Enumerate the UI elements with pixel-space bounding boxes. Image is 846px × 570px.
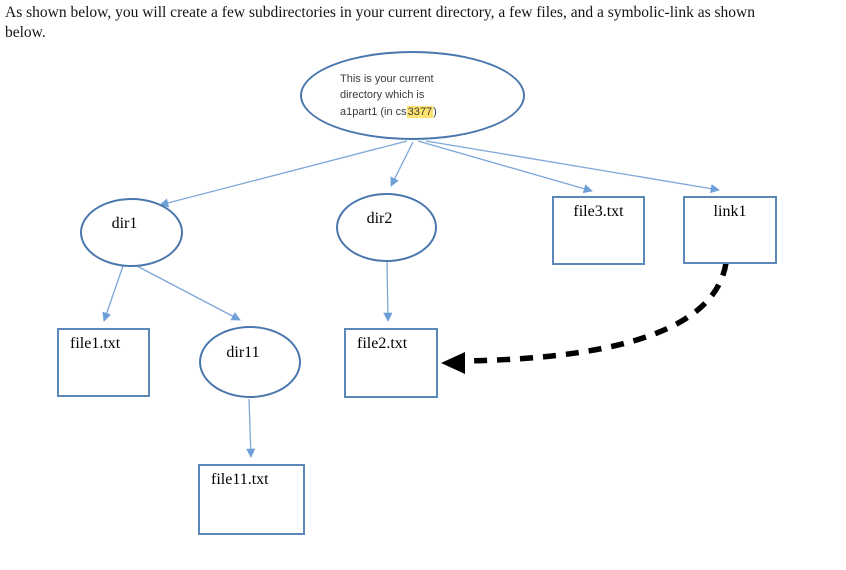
current-directory-line1: This is your current [340, 72, 434, 85]
node-current-directory: This is your current directory which is a1… [300, 51, 525, 140]
link1-label: link1 [713, 203, 747, 220]
node-file1: file1.txt [57, 328, 150, 397]
edge-dir11-to-file11 [246, 398, 256, 458]
dir11-label: dir11 [226, 344, 260, 361]
node-dir1: dir1 [80, 198, 183, 267]
edge-root-to-dir2 [390, 141, 414, 187]
edge-dir1-to-dir11 [134, 264, 241, 321]
symlink-dashed-curve [463, 262, 729, 364]
current-directory-line3-after: ) [433, 105, 437, 118]
file11-label: file11.txt [211, 471, 269, 488]
node-file2: file2.txt [344, 328, 438, 398]
highlighted-course-number: 3377 [406, 105, 434, 118]
edge-root-to-file3 [417, 140, 593, 194]
current-directory-line2: directory which is [340, 89, 425, 102]
edge-dir1-to-file1 [102, 265, 124, 322]
instructions-line1: As shown below, you will create a few su… [5, 4, 755, 21]
node-file11: file11.txt [198, 464, 305, 535]
node-dir11: dir11 [199, 326, 301, 398]
dir1-label: dir1 [111, 214, 138, 232]
dir2-label: dir2 [366, 209, 393, 227]
current-directory-line3-before: a1part1 (in cs [340, 105, 407, 118]
node-file3: file3.txt [552, 196, 645, 265]
symlink-arrowhead [441, 352, 465, 374]
instructions-text: As shown below, you will create a few su… [5, 3, 841, 44]
file1-label: file1.txt [70, 335, 121, 352]
file2-label: file2.txt [357, 335, 408, 352]
file3-label: file3.txt [573, 203, 624, 220]
edge-root-to-link1 [425, 140, 720, 194]
node-link1: link1 [683, 196, 777, 264]
current-directory-label: This is your current directory which is a1… [340, 71, 490, 121]
instructions-line2: below. [5, 24, 46, 42]
edge-dir2-to-file2 [383, 261, 393, 322]
node-dir2: dir2 [336, 193, 437, 262]
